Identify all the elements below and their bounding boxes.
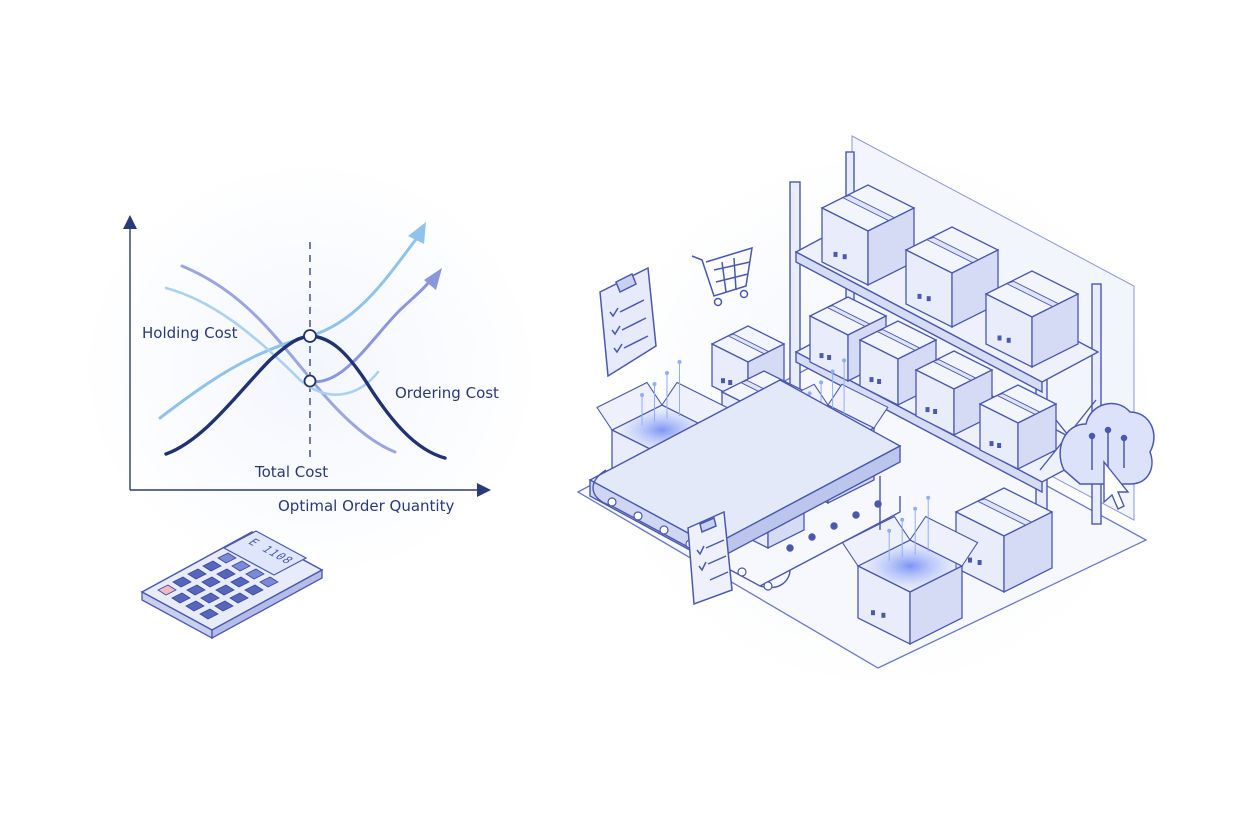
intersection-marker [303,374,317,388]
calculator-key [216,568,236,580]
calculator-key [187,568,207,580]
calculator-key [230,576,250,588]
ordering-cost-label: Ordering Cost [395,384,499,402]
calculator-key [185,600,205,612]
calculator-key [244,584,264,596]
calculator-key [229,592,249,604]
calculator-key [186,584,206,596]
cardboard-box-icon [984,270,1080,369]
cardboard-box-icon [914,350,994,437]
light-cost-curve [164,286,380,396]
box-group [596,184,1080,646]
calculator-key [215,584,235,596]
conveyor-belt [588,379,902,591]
shopping-cart-icon [691,246,753,307]
calculator-key [231,560,251,572]
up-arrow-icon [408,222,426,244]
x-axis-label: Optimal Order Quantity [278,497,455,515]
cursor-arrow-icon [1103,460,1130,510]
right-arrow-icon [424,268,442,290]
total-cost-label: Total Cost [255,463,329,481]
cardboard-box-icon [954,487,1054,594]
optimal-point-marker [303,329,317,343]
calculator-keys [157,552,279,620]
calculator-key [202,560,222,572]
calculator-key [217,552,237,564]
cardboard-box-icon [904,226,1000,329]
cloud-icon [1059,402,1155,485]
cardboard-box-icon [820,184,916,287]
open-box-icon [841,495,979,646]
calculator-key [201,576,221,588]
ordering-cost-curve [303,276,434,384]
calculator-key [171,592,191,604]
holding-cost-label: Holding Cost [142,324,238,342]
falling-cost-curve [180,264,397,454]
calculator-key [199,608,219,620]
calculator-key [214,600,234,612]
clipboard-small-icon [687,510,733,606]
calculator-key [245,568,265,580]
calculator-key [172,576,192,588]
cardboard-box-icon [978,384,1058,471]
calculator-key [259,576,279,588]
clipboard-checklist-icon [599,266,657,378]
left-background-blob [80,160,540,580]
calculator-key [200,592,220,604]
calculator-key [157,584,177,596]
